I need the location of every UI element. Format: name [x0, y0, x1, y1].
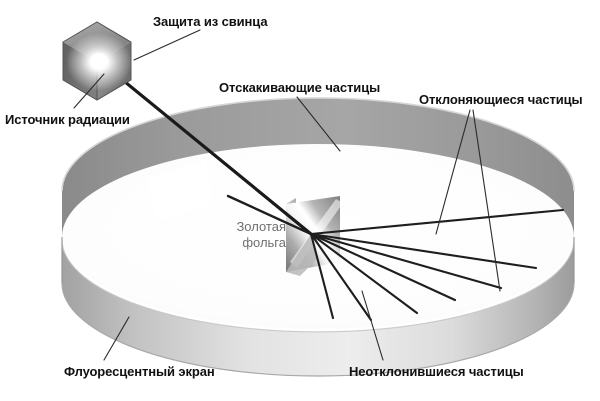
label-undeflected-particles: Неотклонившиеся частицы	[349, 364, 524, 379]
leader-deflected-a	[435, 109, 471, 235]
ring-back-wall-gap	[148, 160, 213, 222]
ring-bottom-edge	[61, 282, 575, 377]
ring-front-top-edge-shade	[61, 238, 575, 333]
cube-outline	[62, 21, 132, 101]
leader-bouncing-particles	[296, 96, 341, 152]
ray-bounced-1	[226, 194, 313, 236]
label-lead-shield: Защита из свинца	[153, 14, 268, 29]
leader-deflected-b	[472, 109, 501, 292]
ray-undeflected-3	[309, 232, 419, 315]
leader-lead-shield	[133, 29, 201, 61]
label-bouncing-particles: Отскакивающие частицы	[219, 80, 381, 95]
ring-back-rim	[61, 97, 575, 192]
label-gold-foil-line1: Золотая	[236, 219, 286, 234]
gold-foil-flap	[286, 234, 318, 276]
leader-radiation-source	[73, 73, 105, 109]
ring-front-wall	[62, 237, 574, 376]
ray-deflected-1	[309, 232, 503, 290]
lead-shield-cube	[62, 21, 132, 101]
ray-undeflected-1	[309, 232, 335, 320]
leader-lines	[73, 29, 501, 361]
leader-fluorescent-screen	[103, 316, 130, 361]
label-fluorescent-screen: Флуоресцентный экран	[64, 364, 215, 379]
radiation-source-core	[90, 53, 108, 69]
ray-undeflected-4	[309, 232, 457, 302]
leader-undeflected	[361, 290, 384, 361]
ring-front-top-edge	[60, 236, 576, 332]
ray-deflected-2	[309, 232, 538, 270]
ray-undeflected-2	[309, 232, 373, 322]
label-gold-foil-line2: фольга	[242, 235, 286, 250]
scattered-rays	[226, 194, 565, 322]
label-deflected-particles: Отклоняющиеся частицы	[419, 92, 583, 107]
label-gold-foil: Золотая фольга	[214, 219, 286, 251]
ring-back-wall	[62, 98, 574, 237]
ray-deflected-3	[309, 208, 565, 236]
incident-beam	[106, 66, 313, 236]
label-radiation-source: Источник радиации	[5, 112, 130, 127]
